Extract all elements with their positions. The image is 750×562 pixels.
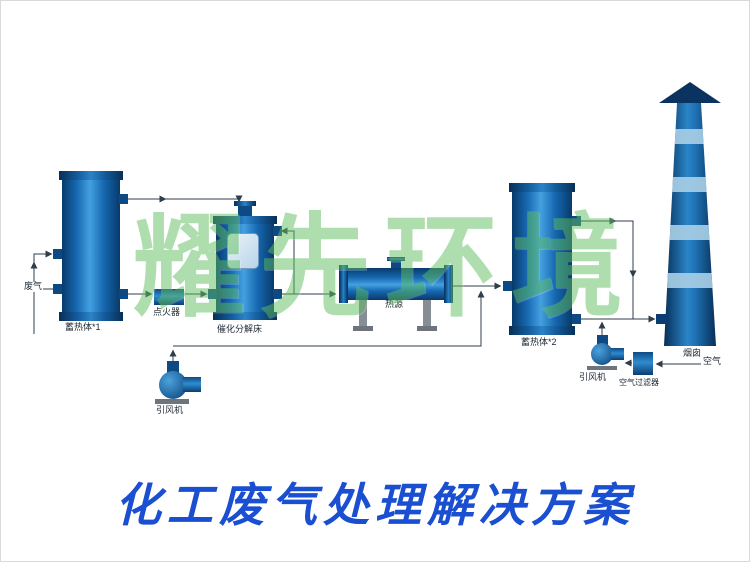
- regen1-label: 蓄热体*1: [65, 322, 101, 332]
- equipment-chimney: [656, 82, 721, 346]
- chimney-bands: [664, 129, 716, 288]
- fan-right-outlet: [597, 335, 608, 345]
- heatsource-top-nozzle: [391, 261, 401, 269]
- line-waste-gas-inlet: [33, 250, 53, 334]
- regen1-shell: [62, 180, 120, 312]
- heatsource-top-nozzle-flange: [387, 257, 405, 261]
- regen1-top-flange: [59, 171, 123, 180]
- equipment-fan-left: [151, 361, 203, 405]
- heatsource-left-flange: [339, 265, 348, 303]
- fan-left-scroll: [159, 371, 187, 399]
- chimney-cap: [659, 82, 721, 103]
- fan-left-label: 引风机: [156, 405, 184, 415]
- equipment-air-filter: [633, 352, 653, 375]
- regen1-right-lower-nozzle: [119, 289, 128, 299]
- air-label: 空气: [703, 356, 722, 366]
- page-title: 化工废气处理解决方案: [115, 480, 635, 531]
- fan-right-label: 引风机: [579, 372, 607, 382]
- regen2-shell: [512, 192, 572, 326]
- regen2-right-upper-nozzle: [572, 216, 581, 226]
- chimney-label: 烟囱: [683, 348, 702, 358]
- regen2-label: 蓄热体*2: [521, 337, 557, 347]
- fan-right-scroll: [591, 343, 613, 365]
- regen1-right-upper-nozzle: [119, 194, 128, 204]
- air-filter-label: 空气过滤器: [619, 378, 659, 387]
- regen1-left-upper-nozzle: [53, 249, 62, 259]
- fan-left-base: [155, 399, 189, 404]
- catbed-inspection-window: [227, 233, 259, 269]
- air-filter-body: [633, 352, 653, 375]
- catbed-neck-flange: [234, 201, 256, 206]
- regen2-left-nozzle: [503, 281, 512, 291]
- heatsource-right-flange: [444, 265, 453, 303]
- regen1-left-lower-nozzle: [53, 284, 62, 294]
- equipment-fan-right: [587, 335, 627, 371]
- regen2-right-lower-nozzle: [572, 314, 581, 324]
- fan-left-motor: [183, 377, 201, 392]
- regen2-top-flange: [509, 183, 575, 192]
- catbed-neck: [238, 206, 252, 218]
- brand-watermark: 耀先环境: [133, 207, 637, 331]
- regen2-bottom-flange: [509, 326, 575, 335]
- equipment-regen2: [503, 183, 581, 335]
- regen1-bottom-flange: [59, 312, 123, 321]
- catbed-right-upper-nozzle: [273, 226, 282, 236]
- fan-right-base: [587, 366, 617, 370]
- waste-gas-label: 废气: [23, 281, 44, 292]
- fan-right-motor: [611, 348, 624, 360]
- equipment-regen1: [53, 171, 128, 321]
- catbed-top-flange: [213, 216, 277, 224]
- fan-left-outlet: [167, 361, 179, 373]
- igniter-label: 点火器: [153, 307, 181, 317]
- chimney-inlet-nozzle: [656, 314, 667, 324]
